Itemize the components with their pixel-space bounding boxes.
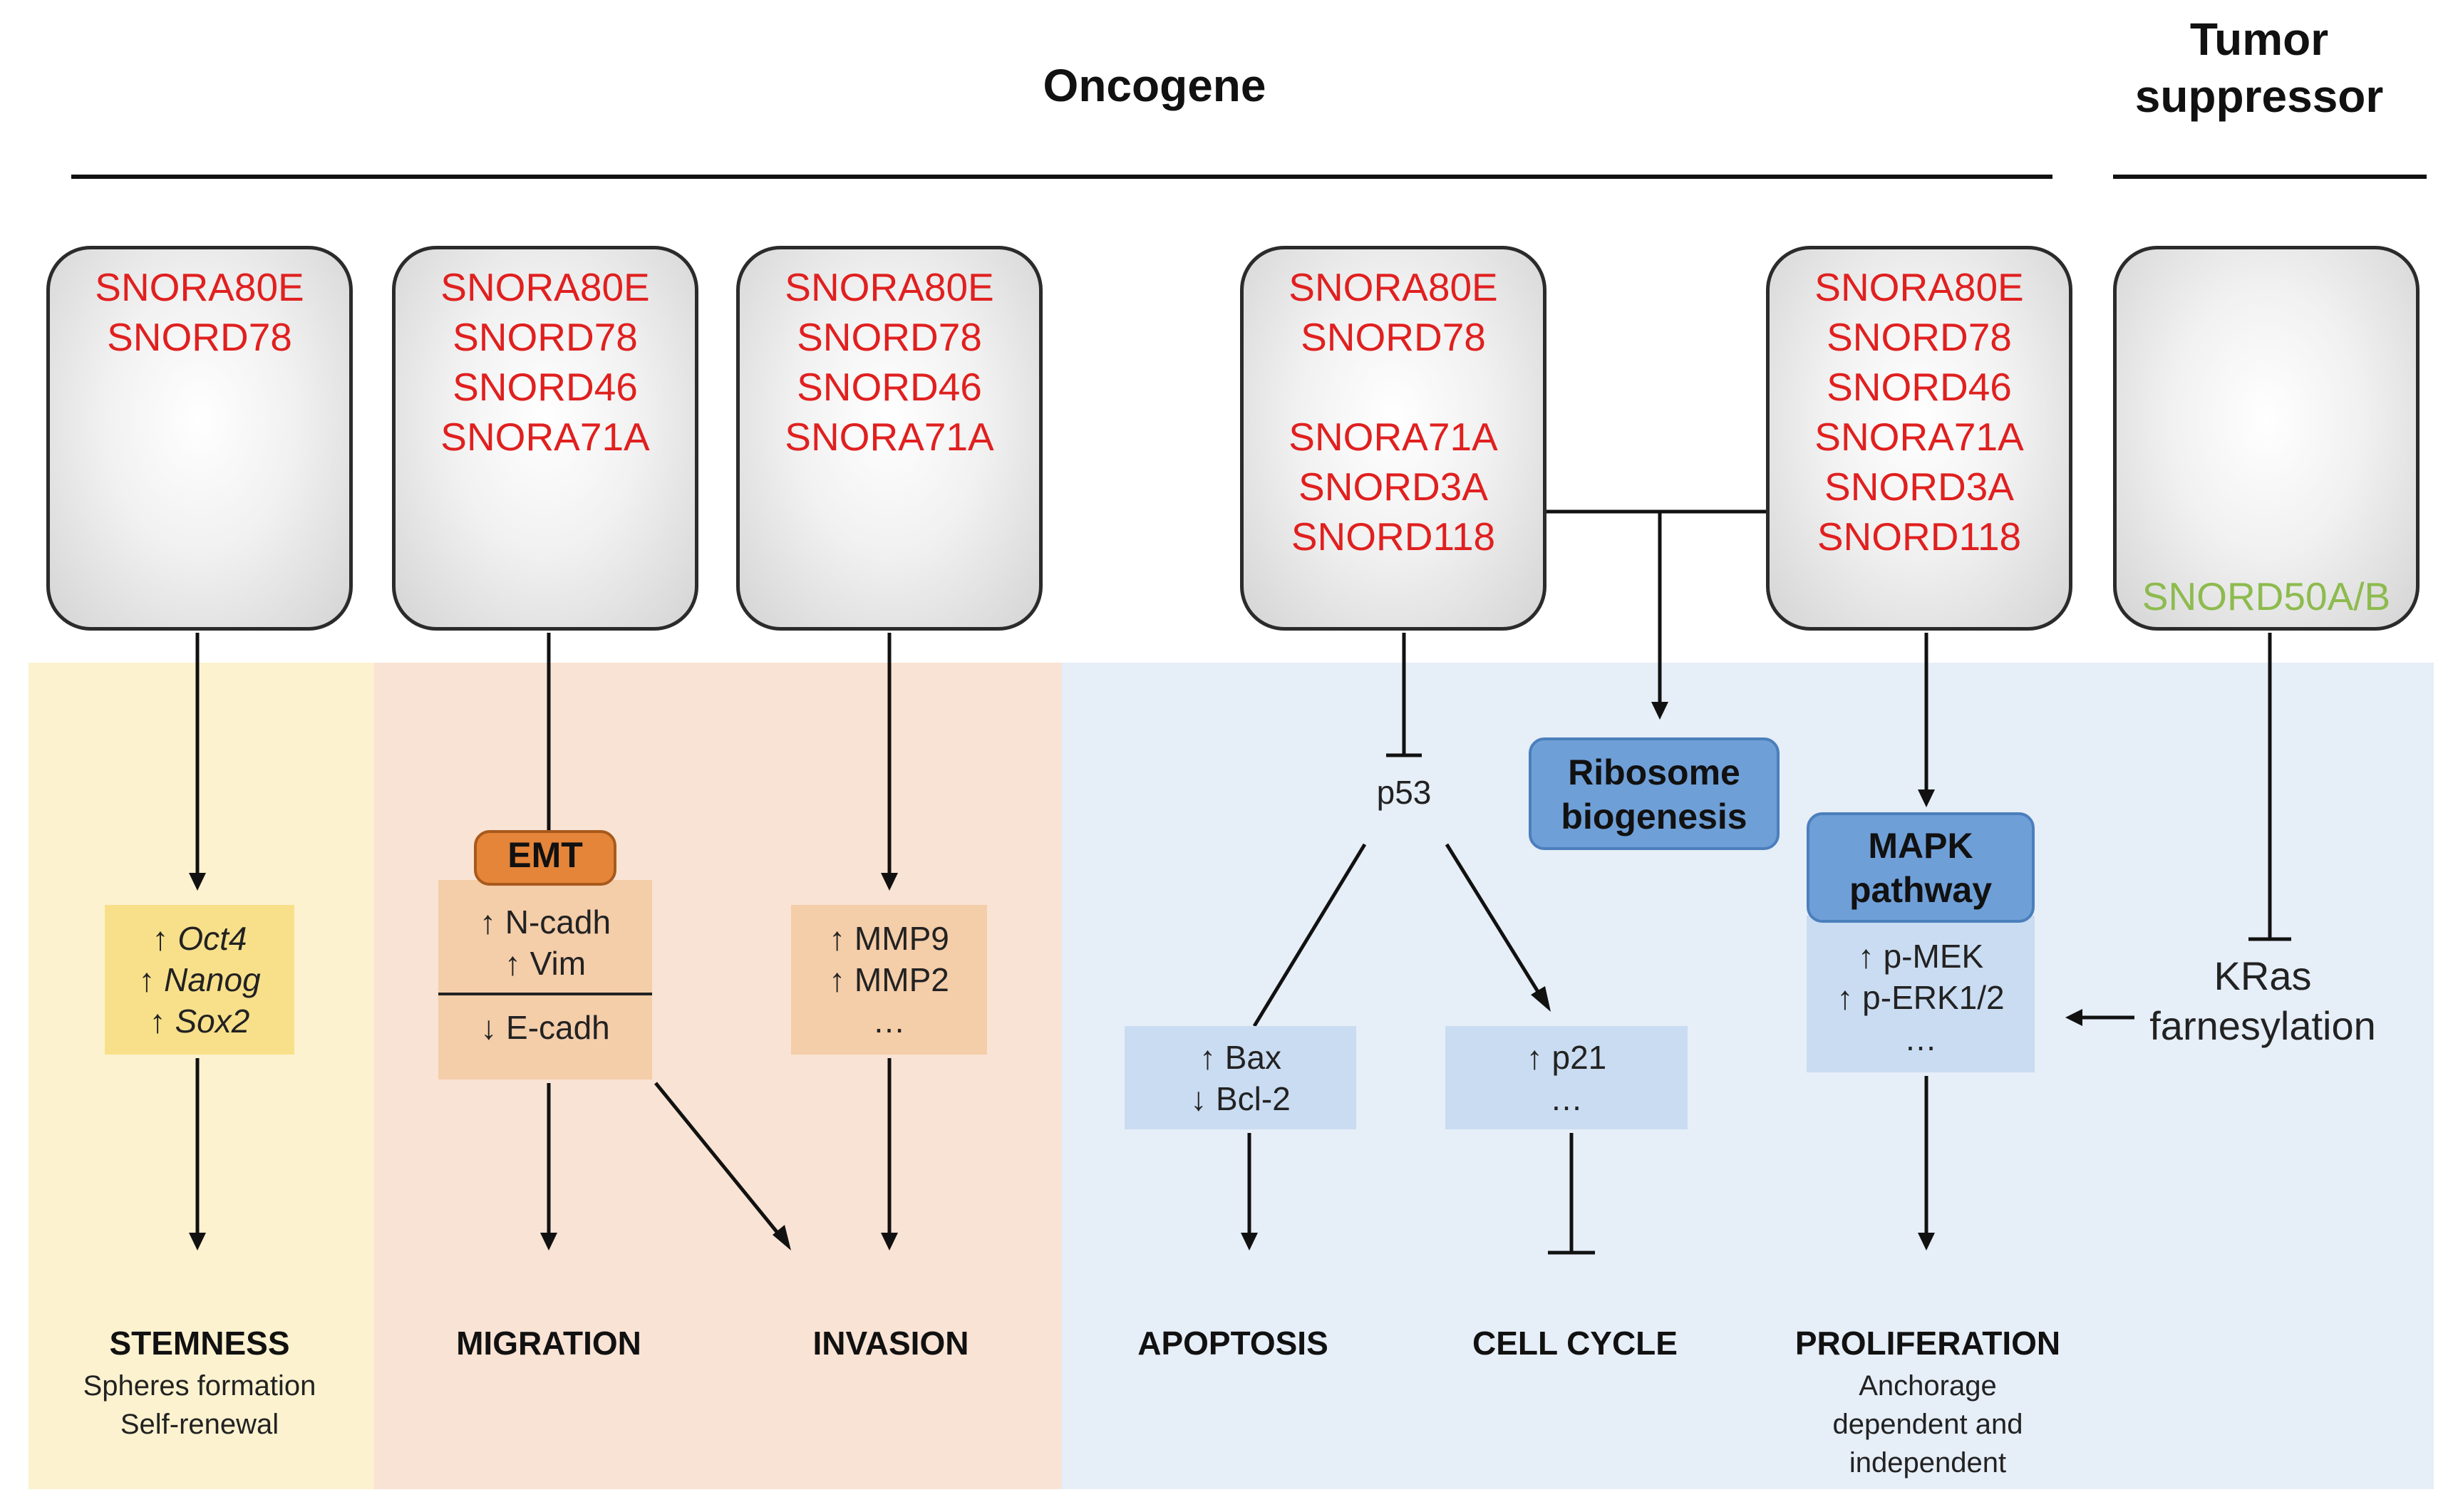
marker-row: ↑ MMP2 (829, 961, 949, 998)
outcome-stemness: STEMNESS (109, 1325, 290, 1362)
snorna-label: SNORA80E (785, 265, 994, 309)
snorna-label: SNORD3A (1824, 465, 2014, 509)
arrowhead (189, 1233, 206, 1250)
marker-row: ↑ Bax (1199, 1039, 1282, 1076)
snorna-label: SNORA71A (1814, 415, 2024, 459)
mapk-line-2: pathway (1849, 870, 1993, 910)
snorna-box-mapk: SNORA80E SNORD78 SNORD46 SNORA71A SNORD3… (1766, 246, 2072, 631)
marker-row: ↑ p-ERK1/2 (1837, 979, 2005, 1016)
arrowhead (1531, 986, 1551, 1012)
marker-row: ↓ E-cadh (480, 1009, 610, 1046)
kras-line-1: KRas (2214, 953, 2312, 998)
emt-tag: EMT (474, 830, 616, 886)
arrowhead (1241, 1233, 1258, 1250)
arrowhead (189, 873, 206, 891)
tumor-suppressor-line-2: suppressor (2134, 71, 2384, 122)
sub-line: dependent and (1832, 1409, 2023, 1440)
snorna-label: SNORD50A/B (2142, 574, 2391, 618)
snorna-box-stemness: SNORA80E SNORD78 (46, 246, 353, 631)
mmp-markers-box: ↑ MMP9 ↑ MMP2 … (791, 905, 987, 1055)
mapk-line-1: MAPK (1868, 826, 1973, 866)
marker-row: … (872, 1003, 906, 1040)
marker-row: ↑ p21 (1526, 1039, 1607, 1076)
tumor-suppressor-line-1: Tumor (2189, 14, 2329, 65)
arrowhead (1651, 702, 1668, 720)
arrowhead (1918, 1233, 1935, 1250)
snorna-label: SNORA80E (1289, 265, 1498, 309)
outcome-stemness-sub: Spheres formation Self-renewal (29, 1367, 371, 1444)
snorna-label: SNORD118 (1817, 514, 2022, 559)
kras-farnesylation-label: KRas farnesylation (2120, 951, 2405, 1051)
marker-row: ↑ Oct4 (152, 920, 247, 957)
marker-row: ↑ Sox2 (149, 1003, 250, 1040)
marker-row: ↑ Nanog (138, 961, 261, 998)
ribosome-line-1: Ribosome (1568, 752, 1740, 792)
ribosome-line-2: biogenesis (1561, 797, 1747, 837)
outcome-migration: MIGRATION (456, 1325, 641, 1362)
snorna-label: SNORD46 (797, 365, 982, 409)
sub-line: Anchorage (1859, 1370, 1997, 1402)
snorna-label: SNORD78 (1827, 315, 2012, 359)
outcome-apoptosis: APOPTOSIS (1137, 1325, 1328, 1362)
line-p53-to-apoptosis-markers (1252, 843, 1367, 1027)
snorna-label (1244, 362, 1543, 412)
marker-row: … (1550, 1080, 1583, 1117)
snorna-label: SNORA80E (440, 265, 650, 309)
emt-markers-box: ↑ N-cadh ↑ Vim ↓ E-cadh (438, 880, 652, 1079)
marker-row: ↑ p-MEK (1857, 938, 1984, 975)
snorna-label: SNORD78 (107, 315, 292, 359)
snorna-label: SNORA80E (95, 265, 304, 309)
snorna-label: SNORA71A (785, 415, 994, 459)
marker-row: … (1904, 1020, 1937, 1057)
arrowhead (1918, 789, 1935, 807)
marker-row: ↑ Vim (504, 945, 587, 982)
stemness-region (29, 663, 374, 1489)
mapk-pathway-tag: MAPK pathway (1807, 812, 2035, 923)
snorna-label: SNORA71A (1289, 415, 1498, 459)
ribosome-biogenesis-tag: Ribosome biogenesis (1529, 737, 1780, 850)
arrowhead (881, 873, 898, 891)
snorna-box-invasion: SNORA80E SNORD78 SNORD46 SNORA71A (736, 246, 1043, 631)
snorna-label: SNORD46 (453, 365, 638, 409)
tumor-suppressor-header: Tumor suppressor (2067, 11, 2452, 125)
snorna-label: SNORD118 (1291, 514, 1496, 559)
arrow-p53-to-cellcycle-markers (1445, 843, 1541, 995)
arrowhead (540, 1233, 557, 1250)
sub-line: independent (1849, 1447, 2007, 1479)
p53-label: p53 (1376, 774, 1432, 811)
snorna-box-tumor-suppressor: SNORD50A/B (2113, 246, 2420, 631)
outcome-proliferation-sub: Anchorage dependent and independent (1767, 1367, 2088, 1482)
outcome-cellcycle: CELL CYCLE (1472, 1325, 1678, 1362)
marker-row: ↓ Bcl-2 (1190, 1080, 1291, 1117)
marker-row: ↑ MMP9 (829, 920, 949, 957)
outcome-invasion: INVASION (812, 1325, 969, 1362)
sub-line: Spheres formation (83, 1370, 316, 1402)
kras-line-2: farnesylation (2149, 1003, 2376, 1048)
mapk-markers-box: ↑ p-MEK ↑ p-ERK1/2 … (1807, 916, 2035, 1072)
snorna-label: SNORD78 (797, 315, 982, 359)
arrowhead (881, 1233, 898, 1250)
snorna-label: SNORA80E (1814, 265, 2024, 309)
oncogene-header: Oncogene (1043, 60, 1266, 111)
stemness-markers-box: ↑ Oct4 ↑ Nanog ↑ Sox2 (105, 905, 294, 1055)
arrowhead (2065, 1009, 2082, 1026)
arrow-emt-to-invasion (654, 1082, 782, 1238)
snorna-label: SNORD78 (1301, 315, 1486, 359)
snorna-label: SNORD46 (1827, 365, 2012, 409)
outcome-proliferation: PROLIFERATION (1794, 1325, 2061, 1362)
snorna-label: SNORD3A (1298, 465, 1488, 509)
snorna-label: SNORD78 (453, 315, 638, 359)
apoptosis-markers-box: ↑ Bax ↓ Bcl-2 (1125, 1026, 1356, 1129)
marker-row: ↑ N-cadh (479, 903, 611, 941)
snorna-box-migration: SNORA80E SNORD78 SNORD46 SNORA71A (392, 246, 698, 631)
snorna-label: SNORA71A (440, 415, 650, 459)
snorna-box-p53: SNORA80E SNORD78 SNORA71A SNORD3A SNORD1… (1240, 246, 1546, 631)
cellcycle-markers-box: ↑ p21 … (1445, 1026, 1688, 1129)
arrowhead (773, 1225, 791, 1250)
sub-line: Self-renewal (120, 1409, 279, 1440)
marker-divider (438, 993, 652, 995)
